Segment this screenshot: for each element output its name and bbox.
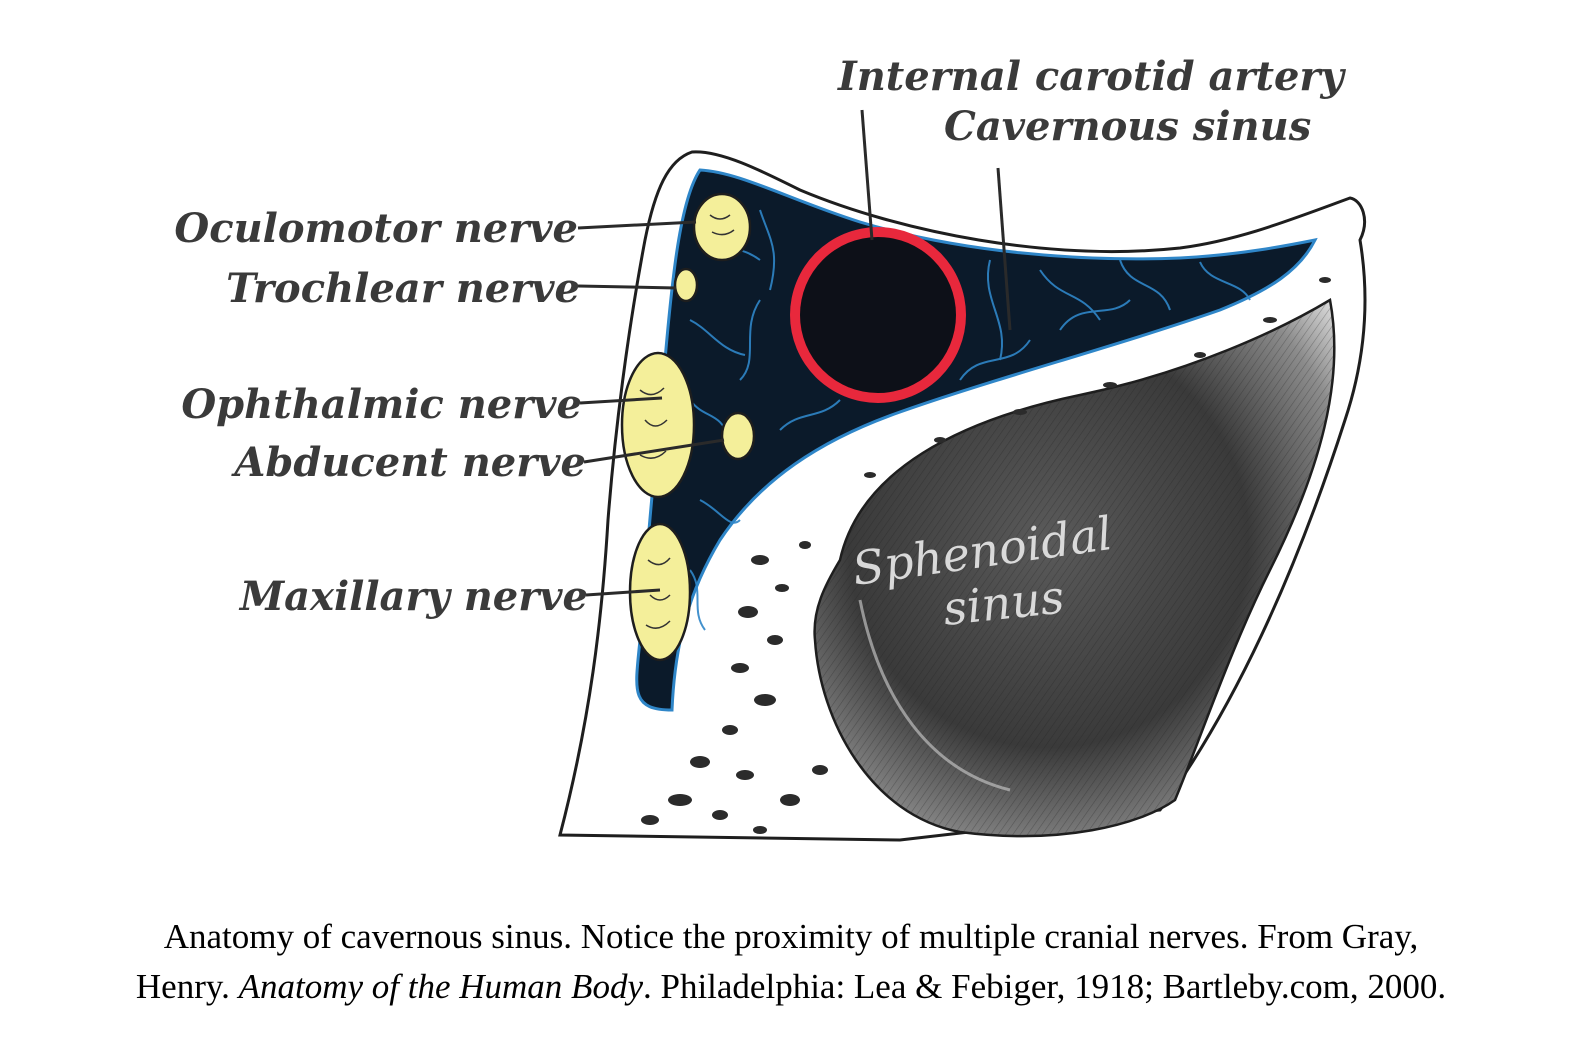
caption-line-1: Anatomy of cavernous sinus. Notice the p… (163, 917, 1419, 956)
ophthalmic-nerve (620, 351, 696, 499)
caption-line-2-prefix: Henry. (135, 967, 239, 1006)
bone-speckles (641, 277, 1331, 834)
figure-caption: Anatomy of cavernous sinus. Notice the p… (0, 912, 1582, 1012)
leader-lines (577, 109, 1012, 597)
label-trochlear-nerve: Trochlear nerve (226, 265, 580, 312)
oculomotor-nerve (692, 192, 752, 262)
cavernous-sinus-diagram: Internal carotid artery Cavernous sinus … (174, 53, 1367, 842)
abducent-nerve (720, 411, 756, 461)
internal-carotid-artery (790, 227, 966, 403)
trochlear-nerve (673, 267, 699, 303)
caption-line-2-suffix: . Philadelphia: Lea & Febiger, 1918; Bar… (642, 967, 1447, 1006)
caption-book-title: Anatomy of the Human Body (238, 967, 643, 1006)
label-oculomotor-nerve: Oculomotor nerve (174, 205, 578, 252)
label-cavernous-sinus: Cavernous sinus (944, 103, 1311, 150)
label-abducent-nerve: Abducent nerve (230, 439, 586, 486)
label-ophthalmic-nerve: Ophthalmic nerve (181, 381, 582, 428)
label-sphenoidal-sinus: sinus (941, 570, 1067, 636)
caption-line-2: Henry. Anatomy of the Human Body. Philad… (0, 962, 1582, 1012)
label-internal-carotid-artery: Internal carotid artery (837, 53, 1347, 100)
sphenoidal-sinus (813, 298, 1336, 838)
label-maxillary-nerve: Maxillary nerve (238, 573, 588, 620)
